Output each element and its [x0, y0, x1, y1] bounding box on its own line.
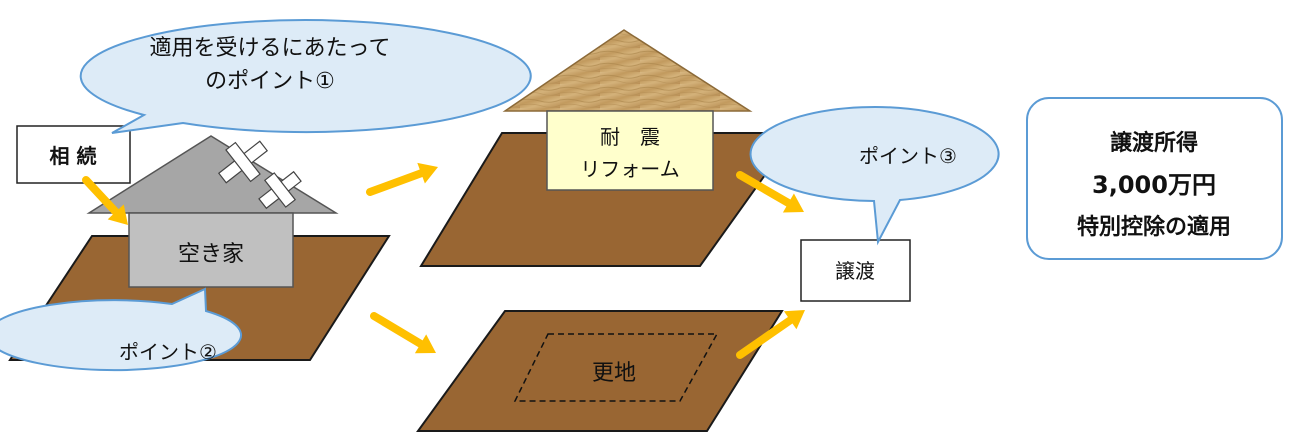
vacant-lot-label: 更地 — [592, 361, 636, 386]
callout-point2-label: ポイント② — [119, 340, 217, 364]
callout-point3 — [749, 106, 1000, 246]
callout-point1-line2: のポイント① — [205, 69, 335, 94]
arrow-to-vacant-lot — [370, 312, 436, 354]
callout-point3-label: ポイント③ — [859, 144, 957, 168]
vacant-house-body — [128, 212, 294, 288]
renovation-label-line2: リフォーム — [580, 157, 679, 181]
arrow-renovation-to-transfer — [736, 171, 804, 213]
arrow-inheritance-to-house — [82, 176, 128, 225]
transfer-label: 譲渡 — [835, 259, 875, 283]
callout-point2 — [0, 287, 243, 372]
flow-arrows — [82, 162, 805, 359]
result-box — [1026, 97, 1283, 260]
renovation-box — [546, 110, 714, 191]
arrow-lot-to-transfer — [736, 310, 805, 359]
renovation-label-line1: 耐 震 — [600, 125, 660, 149]
boarded-roof-icon — [217, 140, 302, 210]
arrow-to-renovation — [366, 162, 438, 196]
result-line2: 3,000万円 — [1092, 171, 1216, 199]
vacant-house-label: 空き家 — [178, 242, 244, 267]
wooden-roof — [502, 29, 753, 112]
result-line1: 譲渡所得 — [1110, 130, 1198, 156]
inheritance-box — [16, 125, 131, 184]
inheritance-label: 相 続 — [50, 144, 97, 168]
callout-point1 — [79, 19, 532, 134]
vacant-lot-outline — [513, 333, 719, 402]
transfer-box — [800, 239, 911, 302]
land-plot-vacant-lot — [416, 310, 784, 432]
result-line3: 特別控除の適用 — [1077, 214, 1231, 240]
callout-point1-line1: 適用を受けるにあたって — [150, 36, 391, 61]
